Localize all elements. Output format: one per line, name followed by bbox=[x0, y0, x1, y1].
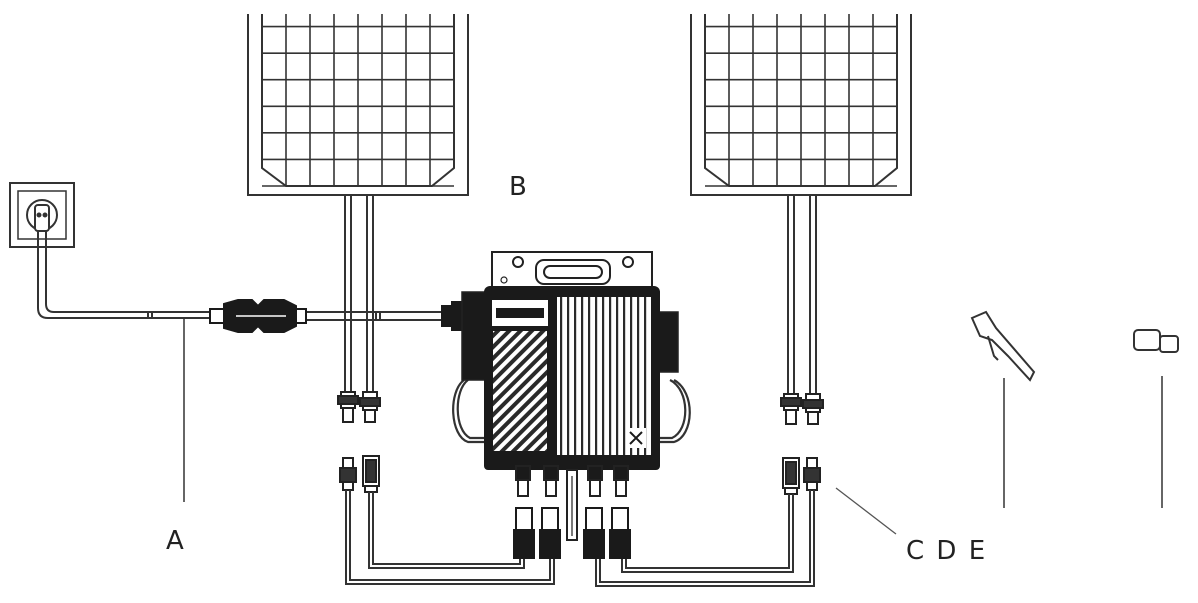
inverter-dc-plugs bbox=[513, 507, 631, 559]
mounting-bracket bbox=[491, 251, 653, 288]
mc4-connector-right-panel-2 bbox=[802, 393, 824, 425]
mc4-connector-left-panel-2 bbox=[359, 391, 381, 423]
mc4-connector-left-panel-1 bbox=[337, 391, 359, 423]
mc4-connector-right-ext-1 bbox=[782, 457, 800, 495]
label-a: A bbox=[166, 526, 184, 556]
ac-cable bbox=[37, 230, 442, 502]
label-b: B bbox=[509, 172, 527, 202]
solar-panel-left-grid bbox=[262, 14, 454, 187]
solar-panel-left bbox=[247, 14, 469, 196]
right-panel-dc-leads bbox=[787, 195, 817, 394]
ac-splice-connector bbox=[209, 299, 307, 333]
label-cde: C D E bbox=[906, 536, 988, 566]
mc4-connector-left-ext-1 bbox=[339, 457, 357, 491]
leader-line-cde bbox=[835, 487, 897, 535]
solar-panel-right bbox=[690, 14, 912, 196]
mc4-connector-left-ext-2 bbox=[362, 455, 380, 493]
right-extension-cables bbox=[595, 490, 815, 587]
disconnect-tool bbox=[970, 310, 1036, 508]
inverter-dc-ports bbox=[515, 465, 629, 541]
mc4-connector-right-panel-1 bbox=[780, 393, 802, 425]
wall-socket bbox=[9, 182, 75, 248]
solar-panel-right-grid bbox=[705, 14, 897, 187]
left-panel-dc-leads bbox=[344, 195, 374, 392]
mc4-connector-right-ext-2 bbox=[803, 457, 821, 491]
micro-inverter bbox=[452, 251, 691, 470]
left-extension-cables bbox=[345, 490, 555, 585]
sealing-cap bbox=[1133, 329, 1179, 508]
side-handles bbox=[452, 379, 691, 444]
